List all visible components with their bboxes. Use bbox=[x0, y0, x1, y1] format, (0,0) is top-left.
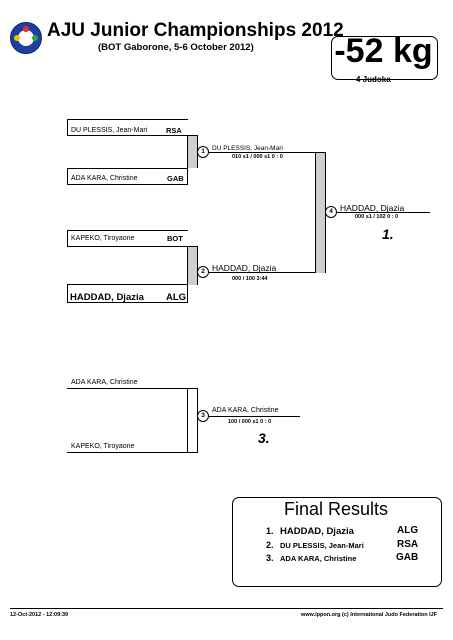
result-3-nat: GAB bbox=[396, 552, 419, 563]
entrant-1-name: DU PLESSIS, Jean-Mari bbox=[71, 127, 148, 134]
weight-class-box bbox=[331, 36, 438, 80]
match-1-winner: DU PLESSIS, Jean-Mari bbox=[212, 145, 283, 152]
event-subtitle: (BOT Gaborone, 5-6 October 2012) bbox=[98, 42, 254, 53]
repechage-entrant-1-name: ADA KARA, Christine bbox=[71, 379, 138, 386]
logo-dot-red bbox=[23, 26, 29, 32]
entrant-4-nat: ALG bbox=[166, 292, 187, 303]
result-1-nat: ALG bbox=[397, 525, 419, 536]
entrant-2-name: ADA KARA, Christine bbox=[71, 175, 138, 182]
result-2-nat: RSA bbox=[397, 539, 419, 550]
entrant-1-nat: RSA bbox=[166, 126, 182, 135]
result-1-name: HADDAD, Djazia bbox=[280, 526, 354, 537]
page-title: AJU Junior Championships 2012 bbox=[47, 20, 344, 41]
logo-dot-yellow bbox=[14, 35, 20, 41]
final-results-title: Final Results bbox=[283, 499, 389, 519]
result-1-place: 1. bbox=[266, 526, 274, 536]
match-3-winner: ADA KARA, Christine bbox=[212, 407, 279, 414]
result-3-place: 3. bbox=[266, 553, 274, 563]
weight-class: -52 kg bbox=[334, 32, 433, 70]
footer-timestamp: 12-Oct-2012 - 12:09:39 bbox=[10, 612, 69, 618]
logo-center bbox=[18, 30, 34, 46]
match-3-score: 100 / 000 s1 0 : 0 bbox=[228, 419, 272, 425]
entrant-3-nat: BOT bbox=[167, 234, 183, 243]
judoka-count: 4 Judoka bbox=[356, 75, 391, 84]
ijf-logo bbox=[10, 22, 42, 54]
match-2-number: 2 bbox=[197, 266, 209, 278]
match-1-score: 010 s1 / 000 s1 0 : 0 bbox=[232, 154, 283, 160]
logo-dot-green bbox=[32, 35, 38, 41]
match-1-number: 1 bbox=[197, 146, 209, 158]
result-3-name: ADA KARA, Christine bbox=[280, 554, 357, 563]
result-2-place: 2. bbox=[266, 540, 274, 550]
final-winner: HADDAD, Djazia bbox=[340, 203, 405, 213]
first-place-label: 1. bbox=[382, 226, 394, 242]
final-results-box bbox=[232, 497, 442, 587]
footer-credit: www.ippon.org (c) International Judo Fed… bbox=[301, 612, 438, 618]
match-2-winner: HADDAD, Djazia bbox=[212, 263, 277, 273]
match-2-score: 000 / 100 3:44 bbox=[232, 276, 268, 282]
entrant-3-name: KAPEKO, Tiroyaone bbox=[71, 235, 135, 242]
entrant-4-name: HADDAD, Djazia bbox=[70, 292, 144, 303]
third-place-label: 3. bbox=[258, 430, 270, 446]
result-2-name: DU PLESSIS, Jean-Mari bbox=[280, 541, 364, 550]
entrant-2-nat: GAB bbox=[167, 174, 184, 183]
final-score: 000 s1 / 102 0 : 0 bbox=[355, 214, 399, 220]
repechage-entrant-2-name: KAPEKO, Tiroyaone bbox=[71, 443, 135, 450]
